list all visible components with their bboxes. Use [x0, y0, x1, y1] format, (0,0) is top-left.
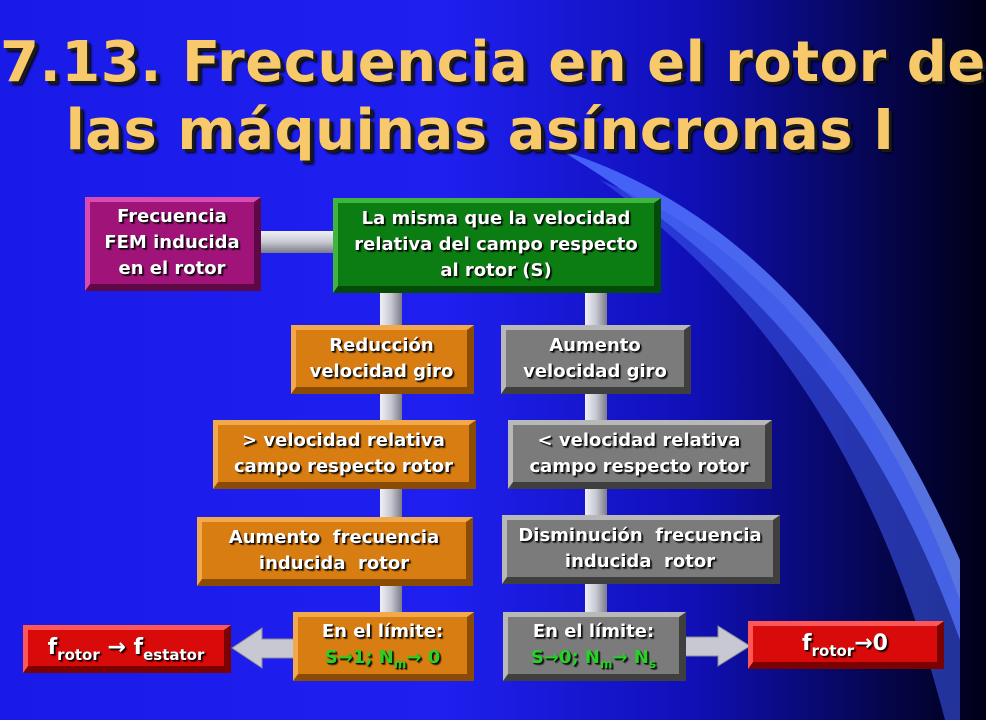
box-text-line: Reducción [329, 334, 434, 356]
limite-izquierdo-box: En el límite: S→1; Nm→ 0 [293, 612, 474, 681]
box-text-line: campo respecto rotor [529, 455, 749, 477]
page-title-line-1: 7.13. Frecuencia en el rotor de [0, 30, 986, 95]
box-text-line: inducida rotor [564, 550, 716, 572]
background-graphics [231, 150, 960, 720]
box-text-line: Aumento [549, 334, 641, 356]
box-text-line: FEM inducida [104, 232, 240, 253]
connector-magenta-green [255, 231, 337, 253]
box-text-line: en el rotor [118, 258, 226, 279]
connector-right-4 [585, 583, 607, 615]
reduccion-velocidad-box: Reducción velocidad giro [291, 325, 474, 394]
page-title-line-2: las máquinas asíncronas I [65, 98, 895, 163]
box-text-line: inducida rotor [258, 552, 410, 574]
frecuencia-fem-box: Frecuencia FEM inducida en el rotor [85, 197, 261, 291]
box-text-line: velocidad giro [309, 360, 454, 382]
box-text-line: En el límite: [532, 621, 655, 642]
arrow-left [231, 627, 296, 669]
background-swoosh-inner [600, 180, 960, 720]
box-text-line: > velocidad relativa [242, 429, 445, 451]
connector-right-1 [585, 290, 607, 328]
limite-derecho-box: En el límite: S→0; Nm→ Ns [503, 612, 686, 681]
box-text-line: campo respecto rotor [234, 455, 453, 477]
misma-velocidad-box: La misma que la velocidad relativa del c… [333, 198, 661, 293]
box-text-line: Disminución frecuencia [518, 524, 762, 546]
mayor-velocidad-relativa-box: > velocidad relativa campo respecto roto… [213, 420, 476, 489]
aumento-frecuencia-box: Aumento frecuencia inducida rotor [197, 517, 473, 586]
disminucion-frecuencia-box: Disminución frecuencia inducida rotor [502, 515, 780, 584]
f-rotor-estator-box: frotor → festator [23, 625, 231, 673]
box-text-line: < velocidad relativa [537, 429, 741, 451]
limite-formula: S→0; Nm→ Ns [530, 647, 657, 671]
connector-left-4 [380, 585, 402, 615]
arrow-right [684, 625, 751, 667]
box-text-line: al rotor (S) [440, 259, 552, 281]
connector-left-1 [380, 290, 402, 328]
menor-velocidad-relativa-box: < velocidad relativa campo respecto roto… [508, 420, 772, 489]
box-text-line: velocidad giro [523, 360, 667, 382]
box-text-line: Aumento frecuencia [228, 526, 440, 548]
box-text-line: La misma que la velocidad [361, 207, 631, 229]
connector-left-2 [380, 393, 402, 423]
box-text-line: En el límite: [321, 621, 444, 642]
box-text-line: Frecuencia [117, 206, 227, 227]
f-rotor-cero-box: frotor→0 [748, 621, 944, 669]
connector-left-3 [380, 488, 402, 520]
limite-formula: S→1; Nm→ 0 [324, 647, 441, 671]
connector-right-2 [585, 393, 607, 423]
f-rotor-cero-formula: frotor→0 [802, 630, 888, 660]
f-rotor-estator-formula: frotor → festator [47, 634, 205, 664]
connector-right-3 [585, 488, 607, 518]
box-text-line: relativa del campo respecto [354, 233, 638, 255]
aumento-velocidad-box: Aumento velocidad giro [501, 325, 691, 394]
